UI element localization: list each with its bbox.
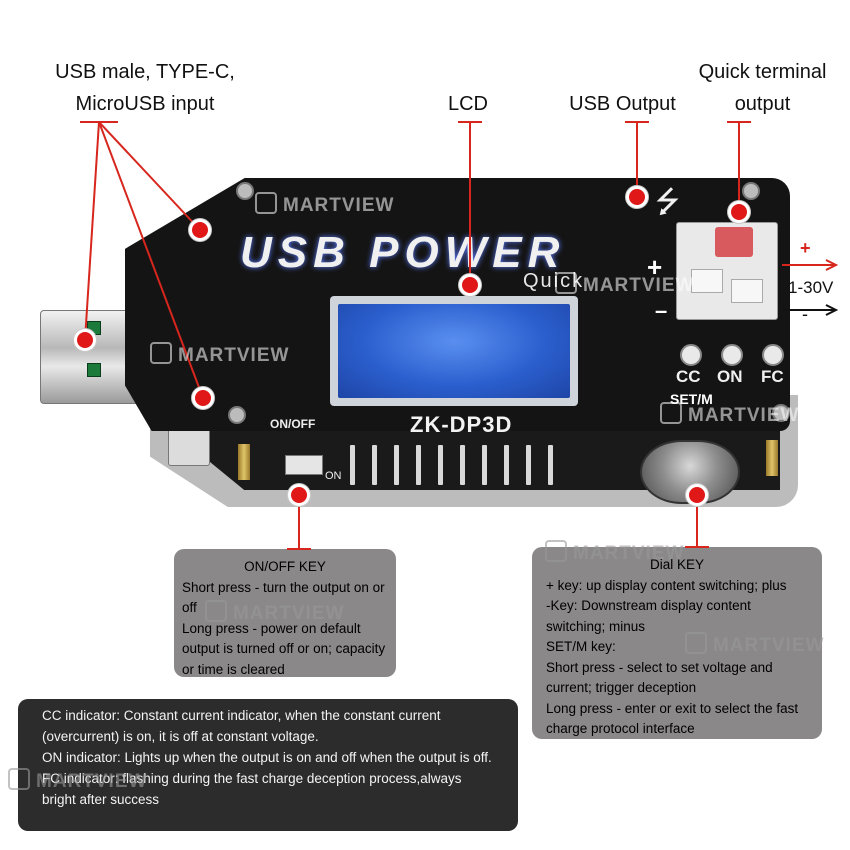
onoff-key-box: ON/OFF KEY Short press - turn the output… bbox=[174, 549, 396, 677]
quick-terminal-block[interactable] bbox=[676, 222, 778, 320]
pointer-dot-dial bbox=[689, 487, 705, 503]
watermark-text: MARTVIEW bbox=[233, 603, 345, 624]
pointer-dot-onoff bbox=[291, 487, 307, 503]
cc-indicator-note: CC indicator: Constant current indicator… bbox=[42, 708, 441, 744]
usb-input-callout-line2: MicroUSB input bbox=[75, 93, 215, 115]
dial-key-line: SET/M key: bbox=[546, 639, 616, 654]
lcd-callout: LCD bbox=[447, 93, 488, 115]
quick-terminal-callout: Quick terminal output bbox=[675, 56, 850, 120]
watermark: MARTVIEW bbox=[660, 402, 799, 427]
usb-output-callout: USB Output bbox=[569, 93, 676, 115]
standoff bbox=[766, 440, 778, 476]
dial-key-line: -Key: Downstream display content switchi… bbox=[546, 598, 751, 634]
dial-key-line: Long press - enter or exit to select the… bbox=[546, 700, 799, 737]
watermark: MARTVIEW bbox=[555, 272, 694, 297]
quick-terminal-callout-line1: Quick terminal bbox=[698, 61, 827, 83]
onoff-label: ON/OFF bbox=[270, 417, 316, 431]
arrow-head bbox=[825, 304, 839, 316]
on-indicator-label: ON bbox=[717, 367, 743, 386]
watermark-logo-icon bbox=[8, 768, 30, 790]
watermark-logo-icon bbox=[685, 632, 707, 654]
dial-key-line: + key: up display content switching; plu… bbox=[546, 577, 787, 593]
header-pin bbox=[526, 445, 531, 485]
usb-input-callout-line1: USB male, TYPE-C, bbox=[55, 61, 235, 83]
header-pin bbox=[548, 445, 553, 485]
usb-power-logo: USB POWER bbox=[240, 228, 566, 277]
arrow-head bbox=[825, 259, 839, 271]
output-voltage-label: 1-30V bbox=[788, 278, 834, 297]
terminal-minus-label: – bbox=[655, 298, 668, 323]
onoff-switch[interactable] bbox=[285, 455, 323, 475]
leader-line bbox=[84, 121, 100, 341]
pointer-dot-lcd bbox=[462, 277, 478, 293]
quick-label: Quick bbox=[523, 270, 585, 292]
onoff-key-title: ON/OFF KEY bbox=[244, 559, 326, 574]
quick-terminal-callout-line2: output bbox=[734, 93, 791, 115]
indicator-notes-box: CC indicator: Constant current indicator… bbox=[18, 699, 518, 831]
fc-indicator-note: FC indicator: flashing during the fast c… bbox=[42, 771, 462, 807]
terminal-slot bbox=[731, 279, 763, 303]
header-pin bbox=[504, 445, 509, 485]
cc-indicator-led bbox=[680, 344, 702, 366]
watermark-logo-icon bbox=[545, 540, 567, 562]
screw-icon bbox=[228, 406, 246, 424]
dial-key-box: Dial KEY + key: up display content switc… bbox=[532, 547, 822, 739]
screw-icon bbox=[742, 182, 760, 200]
watermark: MARTVIEW bbox=[255, 192, 394, 217]
terminal-plus-label: + bbox=[647, 252, 663, 282]
watermark-text: MARTVIEW bbox=[713, 635, 825, 656]
usb-icon: ⭍ bbox=[655, 186, 680, 219]
watermark: MARTVIEW bbox=[205, 600, 344, 625]
header-pin bbox=[416, 445, 421, 485]
lcd-screen bbox=[338, 304, 570, 398]
pointer-dot-typec bbox=[192, 222, 208, 238]
watermark-text: MARTVIEW bbox=[573, 543, 685, 564]
model-label: ZK-DP3D bbox=[410, 412, 513, 437]
standoff bbox=[238, 444, 250, 480]
usb-plug-hole bbox=[87, 363, 101, 377]
header-pin bbox=[460, 445, 465, 485]
terminal-slot bbox=[691, 269, 723, 293]
watermark-logo-icon bbox=[660, 402, 682, 424]
header-pin bbox=[394, 445, 399, 485]
terminal-lever[interactable] bbox=[715, 227, 753, 257]
watermark-text: MARTVIEW bbox=[178, 345, 290, 366]
usb-input-callout: USB male, TYPE-C, MicroUSB input bbox=[40, 56, 250, 120]
header-pin bbox=[372, 445, 377, 485]
switch-on-label: ON bbox=[325, 470, 342, 482]
watermark: MARTVIEW bbox=[545, 540, 684, 565]
output-plus-label: + bbox=[800, 238, 811, 258]
watermark: MARTVIEW bbox=[150, 342, 289, 367]
pointer-dot-microusb bbox=[195, 390, 211, 406]
dial-key-title: Dial KEY bbox=[649, 557, 705, 572]
watermark-logo-icon bbox=[255, 192, 277, 214]
fc-indicator-led bbox=[762, 344, 784, 366]
header-pin bbox=[438, 445, 443, 485]
dial-key-line: Short press - select to set voltage and … bbox=[546, 659, 773, 696]
watermark-logo-icon bbox=[205, 600, 227, 622]
onoff-key-line: Long press - power on default output is … bbox=[182, 620, 386, 677]
pointer-dot-usb-male bbox=[77, 332, 93, 348]
header-pin bbox=[350, 445, 355, 485]
watermark: MARTVIEW bbox=[8, 768, 147, 793]
on-indicator-led bbox=[721, 344, 743, 366]
watermark-text: MARTVIEW bbox=[283, 195, 395, 216]
watermark-logo-icon bbox=[555, 272, 577, 294]
watermark-text: MARTVIEW bbox=[688, 405, 800, 426]
output-minus-label: - bbox=[802, 304, 808, 324]
screw-icon bbox=[236, 182, 254, 200]
onoff-key-line: Short press - turn the output on or off bbox=[182, 579, 385, 616]
pointer-dot-terminal bbox=[731, 204, 747, 220]
watermark-text: MARTVIEW bbox=[583, 275, 695, 296]
pointer-dot-usb-output bbox=[629, 189, 645, 205]
cc-indicator-label: CC bbox=[676, 367, 701, 386]
watermark-logo-icon bbox=[150, 342, 172, 364]
fc-indicator-label: FC bbox=[761, 367, 784, 386]
watermark-text: MARTVIEW bbox=[36, 771, 148, 792]
screw-icon bbox=[772, 404, 790, 422]
header-pin bbox=[482, 445, 487, 485]
on-indicator-note: ON indicator: Lights up when the output … bbox=[42, 750, 492, 765]
watermark: MARTVIEW bbox=[685, 632, 824, 657]
